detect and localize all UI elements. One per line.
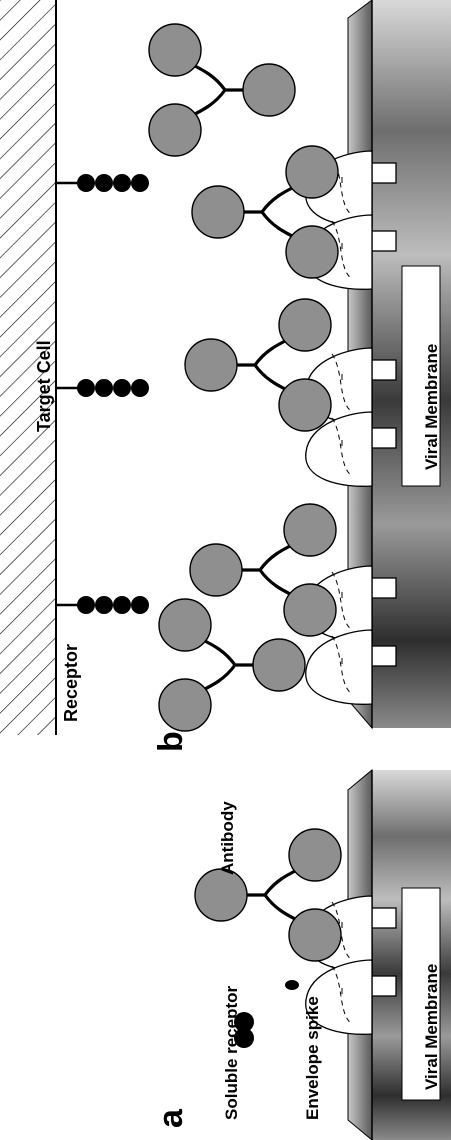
viral-membrane-label-b: Viral Membrane	[422, 344, 441, 470]
panel-label-b: b	[152, 731, 190, 752]
antibody-label: Antibody	[218, 801, 237, 875]
antibody	[147, 22, 297, 158]
envelope-spike-label: Envelope spike	[303, 996, 322, 1120]
antibody	[188, 502, 338, 638]
antibody	[183, 297, 333, 433]
antibody	[193, 827, 343, 963]
receptor-label: Receptor	[61, 644, 81, 722]
receptor-chain	[54, 172, 151, 194]
receptor-chain	[54, 377, 151, 399]
receptor-chain	[54, 594, 151, 616]
panel-label-a: a	[152, 1108, 190, 1128]
target-cell-surface	[0, 0, 57, 735]
bound-receptor-icon	[285, 980, 299, 990]
viral-membrane-label-a: Viral Membrane	[422, 964, 441, 1090]
antibody	[157, 597, 307, 733]
soluble-receptor-label: Soluble receptor	[222, 985, 241, 1120]
soluble-receptor-icon	[234, 1012, 254, 1048]
target-cell-label: Target Cell	[34, 340, 54, 432]
